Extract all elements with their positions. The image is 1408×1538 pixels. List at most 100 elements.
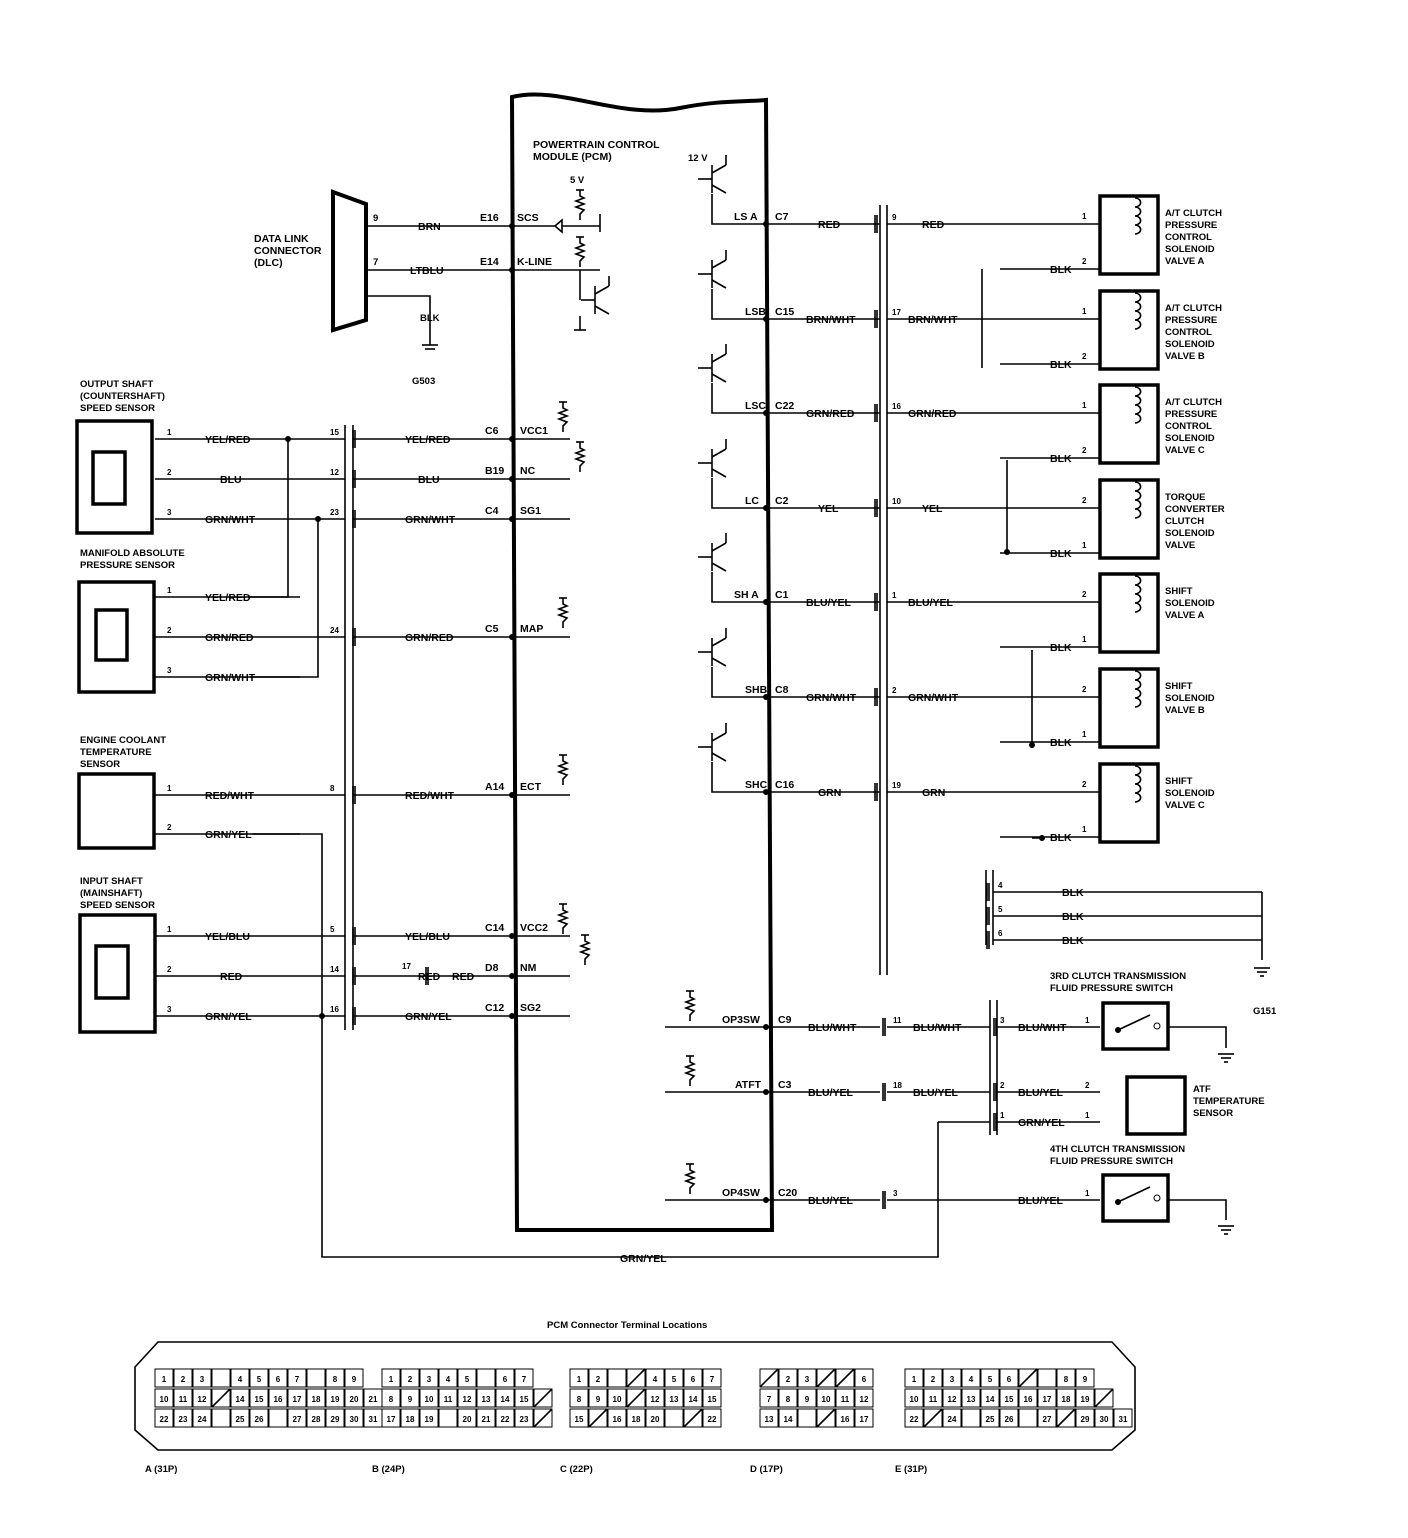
connector-cell-number: 11 [841,1395,850,1404]
connector-cell-number: 9 [596,1395,601,1404]
connector-cell [154,1408,174,1428]
connector-cell-number: 4 [238,1375,243,1384]
connector-cell [249,1408,269,1428]
connector-pin-number: 18 [893,1081,902,1090]
connector-pin-number: 9 [892,213,897,222]
connector-cell-number: 8 [577,1395,582,1404]
connector-pin-number: 5 [330,925,335,934]
pcm-pin-dot [763,221,769,227]
connector-cell-number: 11 [179,1395,188,1404]
connector-cell-number: 20 [350,1395,359,1404]
connector-cell [287,1388,307,1408]
connector-cell-number: 8 [1064,1375,1069,1384]
ground-name: G503 [412,376,435,387]
connector-cell-number: 5 [257,1375,262,1384]
solenoid-label: SOLENOID [1165,528,1215,539]
pcm-terminal: D8 [485,962,499,974]
sensor-pin-number: 1 [167,586,172,595]
wire-color: BLU [418,474,440,486]
pcm-terminal: E16 [480,212,499,224]
wire-color: RED/WHT [205,790,255,802]
connector-cell [980,1368,1000,1388]
connector-cell [759,1408,779,1428]
sensor-label: ATF [1193,1084,1211,1095]
sensor-core [91,450,127,506]
wire-color: BLK [1050,832,1072,844]
connector-cell-number: 7 [522,1375,527,1384]
wire-color: BLK [1050,264,1072,276]
dlc-label: CONNECTOR [254,245,322,257]
connector-cell [759,1388,779,1408]
connector-cell [588,1368,608,1388]
solenoid-coil [1134,292,1142,330]
connector-cell-number: 6 [503,1375,508,1384]
switch-contact [1153,1022,1161,1030]
connector-pin-number: 15 [330,428,339,437]
connector-cell [438,1388,458,1408]
pcm-signal: VCC2 [520,922,548,934]
connector-cell [344,1368,364,1388]
pcm-signal: SHC [745,779,768,791]
switch-pin: 1 [1085,1189,1090,1198]
connector-cell-empty [1018,1368,1038,1388]
connector-name: D (17P) [750,1464,783,1475]
splice-dot [319,1013,325,1019]
pullup-resistor [683,1164,697,1194]
connector-cell-empty [683,1408,703,1428]
connector-cell-number: 12 [463,1395,472,1404]
connector-cell [999,1408,1019,1428]
wire-color: BLU/YEL [913,1087,959,1099]
solenoid-label: SOLENOID [1165,693,1215,704]
connector-cell-empty [835,1368,855,1388]
connector-pin-number: 5 [998,905,1003,914]
pcm-terminal: B19 [485,465,504,477]
connector-cell-number: 15 [1005,1395,1014,1404]
connector-cell-number: 10 [822,1395,831,1404]
connector-cell [1018,1368,1038,1388]
sensor-label: MANIFOLD ABSOLUTE [80,548,185,559]
connector-cell-number: 15 [575,1415,584,1424]
solenoid-label: SOLENOID [1165,598,1215,609]
connector-cell-number: 13 [670,1395,679,1404]
sensor-label: TEMPERATURE [80,747,152,758]
connector-cell-number: 4 [653,1375,658,1384]
wire-color: BLK [1050,548,1072,560]
connector-cell-empty [1056,1408,1076,1428]
sensor-pin-number: 2 [167,626,172,635]
pcm-internal [711,478,766,509]
wire-color: GRN/WHT [806,692,857,704]
connector-cell [626,1408,646,1428]
wire-color: BLK [1062,935,1084,947]
wire-color: BLK [1050,642,1072,654]
sensor-core [94,608,129,662]
wire-color: YEL [922,503,943,515]
pcm-signal: NC [520,465,536,477]
connector-cell [249,1388,269,1408]
pcm-terminal: C3 [778,1079,792,1091]
connector-cell [999,1388,1019,1408]
driver-transistor [711,279,727,289]
pcm-signal: SHB [745,684,768,696]
scs-diode [512,218,600,234]
switch-label: 3RD CLUTCH TRANSMISSION [1050,971,1186,982]
connector-cell-number: 16 [613,1415,622,1424]
connector-cell [154,1388,174,1408]
connector-pin-number: 1 [1000,1111,1005,1120]
dlc-wire-color: BRN [418,221,441,233]
connector-cell-number: 10 [613,1395,622,1404]
solenoid-coil [1134,670,1142,708]
solenoid-label: TORQUE [1165,492,1205,503]
connector-cell [835,1408,855,1428]
connector-cell-number: 12 [651,1395,660,1404]
connector-cell [702,1368,722,1388]
connector-pin-number: 19 [892,781,901,790]
wire-color: GRN/YEL [620,1253,667,1265]
wire-color: BRN/WHT [908,314,958,326]
wire-color: BLK [1062,887,1084,899]
solenoid-pin: 2 [1082,257,1087,266]
wire-color: GRN/WHT [205,672,256,684]
pcm-terminal: A14 [485,781,504,793]
pcm-signal: LSB [745,306,766,318]
driver-transistor [711,657,727,667]
connector-pin-number: 11 [893,1016,902,1025]
